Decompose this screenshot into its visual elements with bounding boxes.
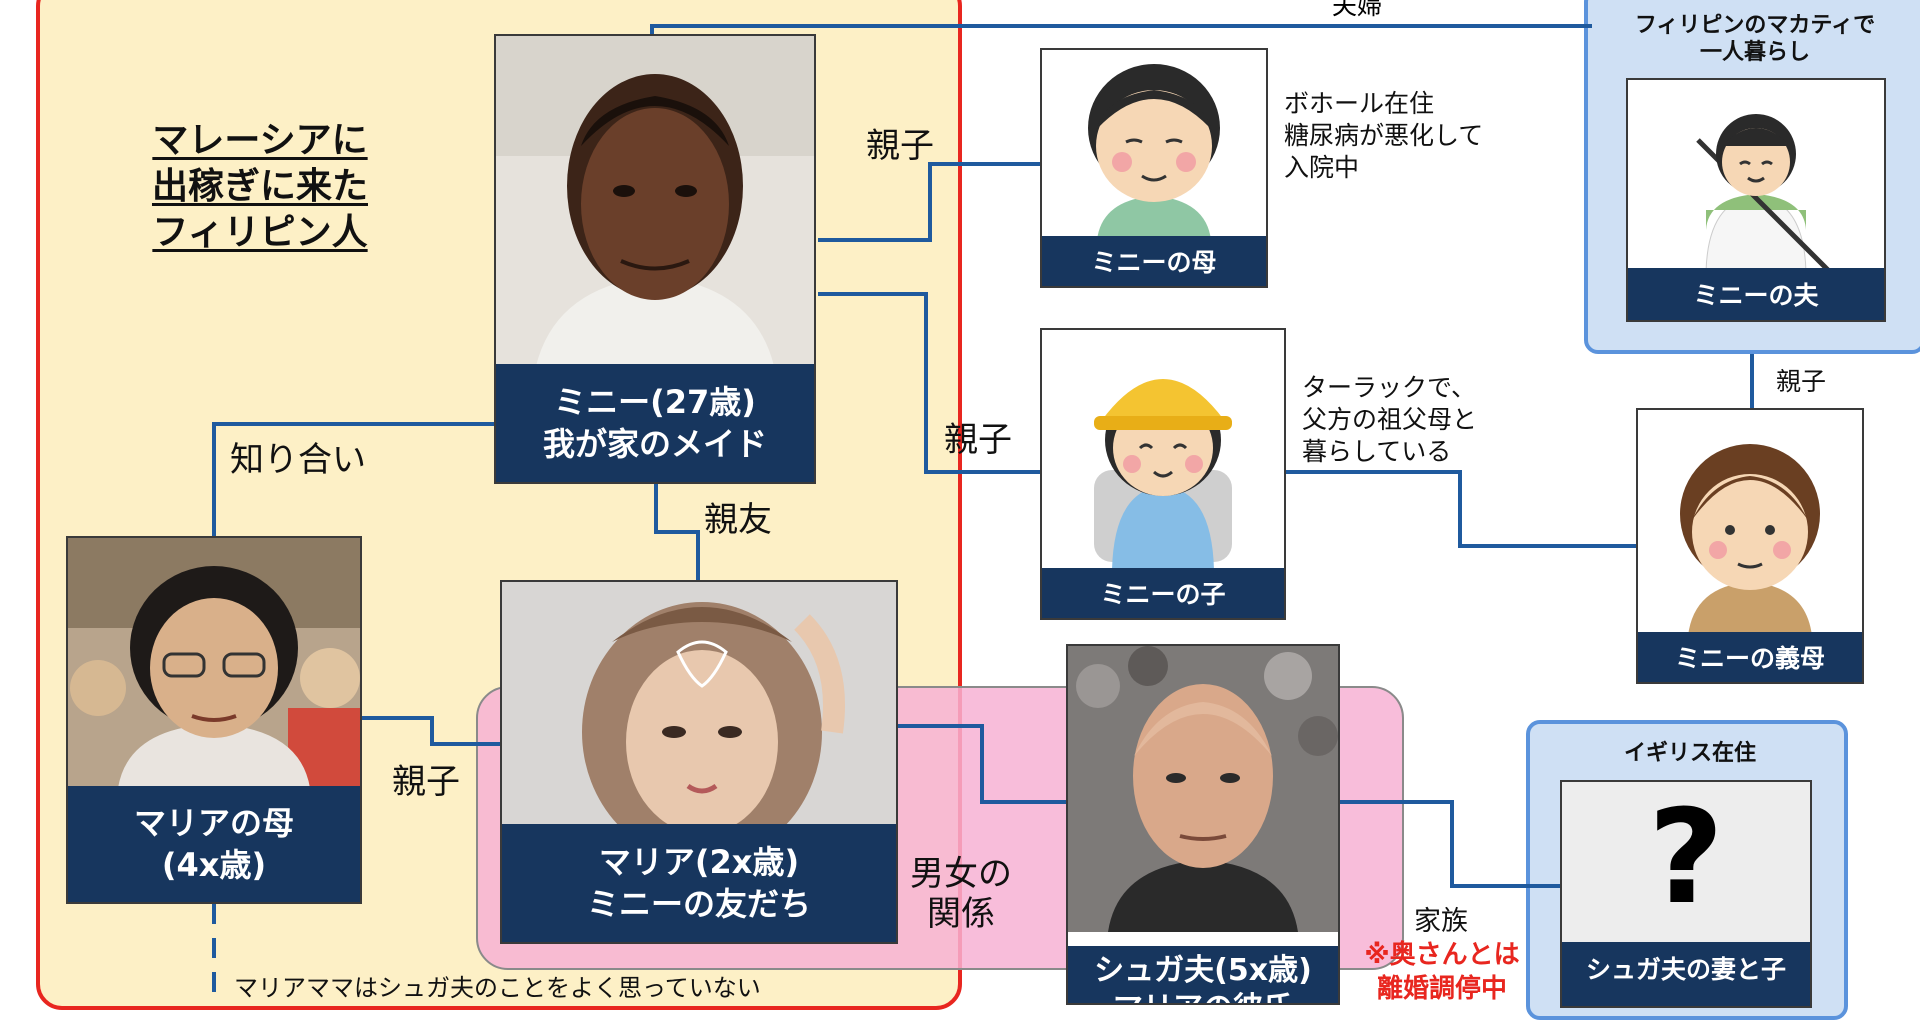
label-acquaintance: 知り合い <box>230 440 366 480</box>
mother-note: ボホール在住 糖尿病が悪化して 入院中 <box>1284 89 1484 182</box>
sugar-card: シュガ夫(5x歳) マリアの彼氏 <box>1066 644 1340 1005</box>
minnie-mother-card: ミニーの母 <box>1040 48 1268 288</box>
minnie-label: ミニー(27歳) 我が家のメイド <box>496 364 814 482</box>
label-parent-maria: 親子 <box>392 762 460 802</box>
sugar-family-label: シュガ夫の妻と子 <box>1562 942 1810 1006</box>
maria-mother-card: マリアの母 (4x歳) <box>66 536 362 904</box>
label-best-friend: 親友 <box>704 500 772 540</box>
sugar-family-card: ? シュガ夫の妻と子 <box>1560 780 1812 1008</box>
child-note: ターラックで、 父方の祖父母と 暮らしている <box>1302 373 1478 466</box>
maria-card: マリア(2x歳) ミニーの友だち <box>500 580 898 944</box>
maria-label: マリア(2x歳) ミニーの友だち <box>502 824 896 942</box>
philippines-header: フィリピンのマカティで 一人暮らし <box>1634 13 1876 65</box>
mother-in-law-illustration <box>1638 410 1862 636</box>
line-minnie-mother <box>818 162 1040 242</box>
child-illustration <box>1042 330 1284 570</box>
line-minnie-child <box>818 292 1040 474</box>
label-spouse: 夫婦 <box>1332 0 1383 20</box>
line-acquaintance <box>212 422 496 538</box>
line-family <box>1340 800 1560 888</box>
maria-mother-note: マリアママはシュガ夫のことをよく思っていない <box>234 974 761 1002</box>
minnie-child-card: ミニーの子 <box>1040 328 1286 620</box>
minnie-mother-in-law-card: ミニーの義母 <box>1636 408 1864 684</box>
label-romance: 男女の 関係 <box>910 854 1012 934</box>
minnie-mother-label: ミニーの母 <box>1042 236 1266 286</box>
label-parent-husband: 親子 <box>1776 367 1827 396</box>
unknown-photo: ? <box>1562 782 1810 942</box>
divorce-note: ※奥さんとは 離婚調停中 <box>1364 940 1520 1004</box>
minnie-child-label: ミニーの子 <box>1042 568 1284 618</box>
title-text: マレーシアに 出稼ぎに来た フィリピン人 <box>151 120 368 253</box>
label-parent-mother: 親子 <box>866 126 934 166</box>
mother-illustration <box>1042 50 1266 240</box>
line-best-friend <box>654 484 700 580</box>
minnie-husband-card: ミニーの夫 <box>1626 78 1886 322</box>
line-child-grandparents <box>1284 470 1636 548</box>
minnie-mother-in-law-label: ミニーの義母 <box>1638 632 1862 682</box>
line-romance <box>898 724 1066 804</box>
question-mark-icon: ? <box>1648 781 1724 933</box>
maria-mother-photo <box>68 538 360 788</box>
line-spouse <box>650 24 1592 36</box>
label-parent-child: 親子 <box>944 420 1012 460</box>
sugar-photo <box>1068 646 1338 932</box>
minnie-card: ミニー(27歳) 我が家のメイド <box>494 34 816 484</box>
line-maria-parent <box>362 716 500 746</box>
maria-photo <box>502 582 896 828</box>
maria-mother-label: マリアの母 (4x歳) <box>68 786 360 902</box>
minnie-photo <box>496 36 814 366</box>
label-family: 家族 <box>1414 906 1468 937</box>
sugar-label: シュガ夫(5x歳) マリアの彼氏 <box>1068 946 1338 1003</box>
minnie-husband-label: ミニーの夫 <box>1628 268 1884 320</box>
uk-header: イギリス在住 <box>1623 741 1756 766</box>
husband-illustration <box>1628 80 1884 272</box>
